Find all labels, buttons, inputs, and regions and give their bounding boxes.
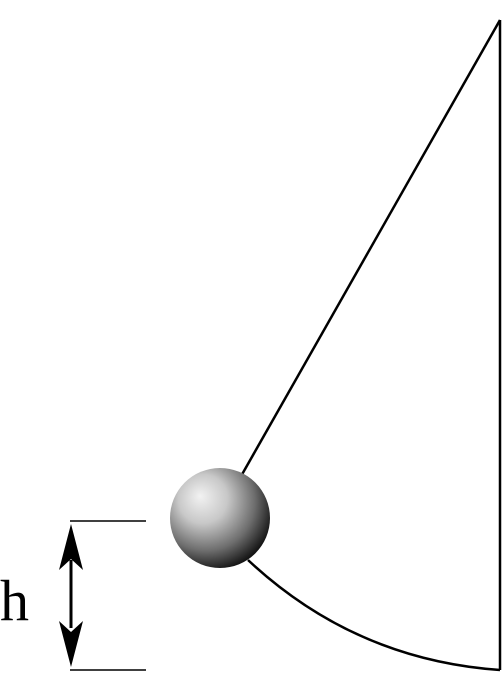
pendulum-bob-icon <box>170 468 270 568</box>
height-label: h <box>0 568 29 633</box>
swing-arc <box>247 559 501 672</box>
height-arrow-icon <box>59 524 83 667</box>
displaced-string <box>238 19 502 479</box>
